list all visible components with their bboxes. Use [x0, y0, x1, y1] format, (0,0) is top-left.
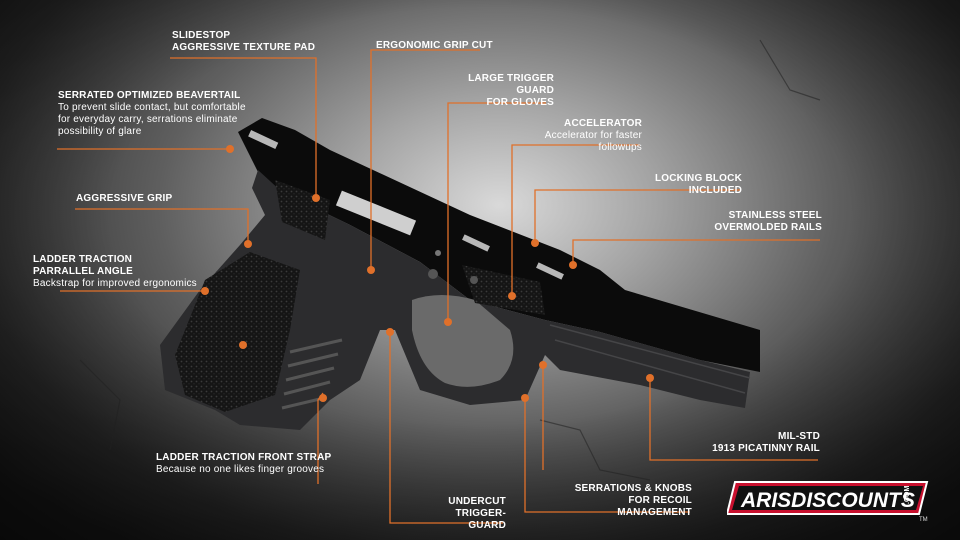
callout-heading: LADDER TRACTION FRONT STRAP: [156, 452, 332, 463]
callout-heading: TRIGGER-GUARD: [455, 508, 506, 531]
logo-graphic: ARISDISCOUNTS .COM TM: [725, 481, 929, 523]
callout-heading: OVERMOLDED RAILS: [714, 222, 822, 233]
callout-serrations: SERRATIONS & KNOBS FOR RECOIL MANAGEMENT: [560, 483, 692, 519]
callout-description: Backstrap for improved ergonomics: [33, 278, 197, 289]
callout-picatinny: MIL-STD 1913 PICATINNY RAIL: [712, 431, 820, 455]
callout-dots: [201, 145, 654, 402]
callout-heading: 1913 PICATINNY RAIL: [712, 443, 820, 454]
callout-heading: UNDERCUT: [448, 496, 506, 507]
callout-heading: LARGE TRIGGER GUARD: [468, 73, 554, 96]
callout-description: Because no one likes finger grooves: [156, 464, 325, 475]
callout-accelerator: ACCELERATOR Accelerator for faster follo…: [520, 118, 642, 154]
callout-slidestop: SLIDESTOP AGGRESSIVE TEXTURE PAD: [172, 30, 315, 54]
callout-heading: MIL-STD: [778, 431, 820, 442]
callout-heading: AGGRESSIVE TEXTURE PAD: [172, 42, 316, 53]
front-strap-ladder: [281, 338, 343, 410]
callout-rails: STAINLESS STEEL OVERMOLDED RAILS: [712, 210, 822, 234]
callout-leaders: [57, 49, 820, 524]
callout-heading: SLIDESTOP: [172, 30, 231, 41]
callout-description: possibility of glare: [58, 126, 142, 137]
callout-description: for everyday carry, serrations eliminate: [58, 114, 238, 125]
callout-heading: FOR RECOIL MANAGEMENT: [617, 495, 692, 518]
brand-logo[interactable]: ARISDISCOUNTS .COM TM: [725, 478, 932, 523]
logo-tm: TM: [919, 517, 928, 522]
callout-description: To prevent slide contact, but comfortabl…: [58, 102, 246, 113]
slide-rails: [238, 118, 760, 372]
logo-dotcom: .COM: [904, 486, 911, 504]
callout-ladder-front: LADDER TRACTION FRONT STRAP Because no o…: [156, 452, 331, 476]
logo-wordmark: ARISDISCOUNTS: [740, 489, 915, 512]
callout-heading: ACCELERATOR: [564, 118, 642, 129]
callout-heading: PARRALLEL ANGLE: [33, 266, 134, 277]
callout-beavertail: SERRATED OPTIMIZED BEAVERTAIL To prevent…: [58, 90, 246, 138]
callout-heading: LADDER TRACTION: [33, 254, 133, 265]
trigger-guard-opening: [412, 295, 514, 387]
callout-heading: AGGRESSIVE GRIP: [76, 193, 173, 204]
callout-description: Accelerator for faster followups: [544, 130, 642, 153]
callout-heading: SERRATIONS & KNOBS: [574, 483, 692, 494]
callout-heading: STAINLESS STEEL: [728, 210, 822, 221]
serial-plate: [335, 190, 417, 236]
callout-heading: FOR GLOVES: [486, 97, 554, 108]
slidestop-stipple: [462, 265, 545, 315]
callout-undercut: UNDERCUT TRIGGER-GUARD: [420, 496, 506, 532]
callout-trigger-guard: LARGE TRIGGER GUARD FOR GLOVES: [440, 73, 554, 109]
callout-locking-block: LOCKING BLOCK INCLUDED: [600, 173, 742, 197]
callout-heading: LOCKING BLOCK INCLUDED: [654, 173, 742, 196]
callout-aggressive-grip: AGGRESSIVE GRIP: [76, 193, 172, 205]
callout-heading: ERGONOMIC GRIP CUT: [376, 40, 493, 51]
callout-heading: SERRATED OPTIMIZED BEAVERTAIL: [58, 90, 241, 101]
callout-ladder-parallel: LADDER TRACTION PARRALLEL ANGLE Backstra…: [33, 254, 197, 290]
callout-grip-cut: ERGONOMIC GRIP CUT: [376, 40, 493, 52]
